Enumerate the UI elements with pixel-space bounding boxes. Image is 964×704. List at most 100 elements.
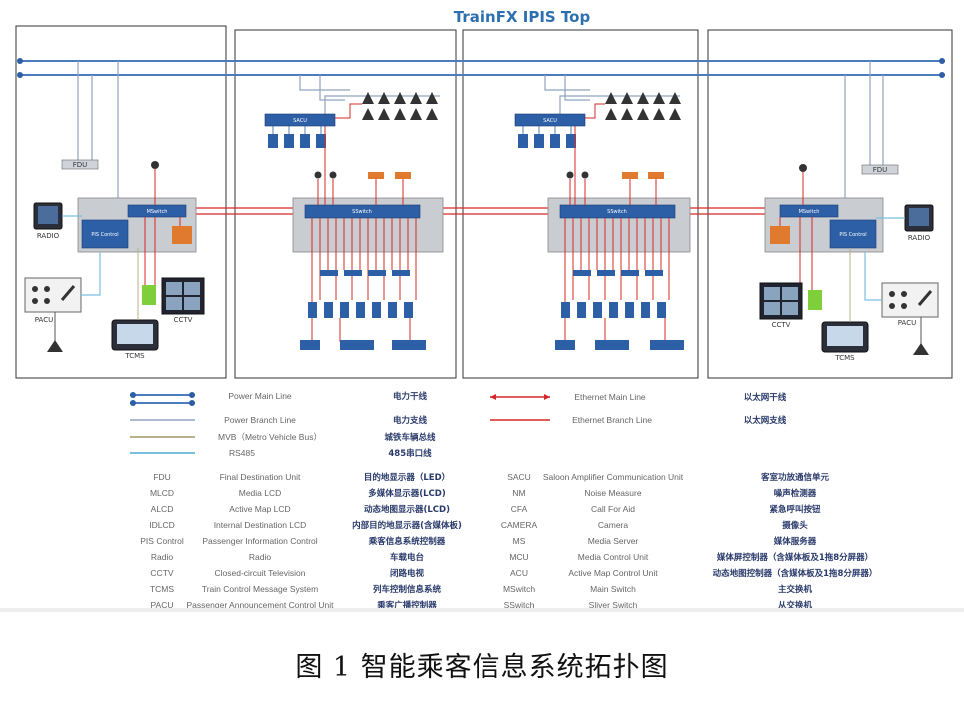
radio-label-1: RADIO <box>37 232 60 240</box>
diagram-title: TrainFX IPIS Top <box>454 8 591 26</box>
abbr-zh-2: 动态地图显示器(LCD) <box>364 504 450 515</box>
abbr-abbr-8: PACU <box>151 600 174 610</box>
legend-mvb-zh: 城铁车辆总线 <box>384 432 436 443</box>
sswitch-label-2: SSwitch <box>352 209 372 215</box>
mswitch-4 <box>779 204 839 218</box>
power-main-lines <box>17 58 945 78</box>
pis-control-1 <box>81 219 129 249</box>
abbr-en-1: Media LCD <box>239 488 282 498</box>
car-4-devices: FDU MSwitch PIS Control RADIO PACU CCTV <box>759 164 939 362</box>
abbr-abbr-4: PIS Control <box>140 536 184 546</box>
ethernet-main-lines <box>185 207 780 215</box>
abbr-en-17: Sliver Switch <box>589 600 638 610</box>
abbr-zh-10: 噪声检测器 <box>774 488 817 499</box>
abbr-en-15: Active Map Control Unit <box>568 568 658 578</box>
pacu-device-4 <box>881 282 939 318</box>
abbr-zh-3: 内部目的地显示器(含媒体板) <box>352 520 462 531</box>
server-unit-1 <box>172 226 192 244</box>
mswitch-label-4: MSwitch <box>799 209 820 215</box>
abbr-en-16: Main Switch <box>590 584 636 594</box>
cctv-label-1: CCTV <box>174 316 193 324</box>
abbr-abbr-2: ALCD <box>151 504 174 514</box>
cctv-label-4: CCTV <box>772 321 791 329</box>
legend-rs485-en: RS485 <box>229 448 255 458</box>
sswitch-label-3: SSwitch <box>607 209 627 215</box>
abbr-en-8: Passenger Announcement Control Unit <box>187 600 335 610</box>
green-unit-1 <box>142 285 156 305</box>
abbr-abbr-0: FDU <box>153 472 170 482</box>
tcms-label-1: TCMS <box>124 352 145 360</box>
abbr-abbr-5: Radio <box>151 552 173 562</box>
legend-eth-main-en: Ethernet Main Line <box>574 392 646 402</box>
speaker-row-2 <box>362 92 438 120</box>
abbr-abbr-16: MSwitch <box>503 584 535 594</box>
figure-bottom-band <box>0 608 964 612</box>
abbr-zh-14: 媒体屏控制器（含媒体板及1拖8分屏器） <box>716 552 873 563</box>
abbr-zh-17: 从交换机 <box>778 600 813 611</box>
abbr-abbr-11: CFA <box>511 504 528 514</box>
abbr-en-2: Active Map LCD <box>229 504 290 514</box>
speaker-row-3 <box>605 92 681 120</box>
legend-eth-branch-en: Ethernet Branch Line <box>572 415 652 425</box>
abbr-zh-13: 媒体服务器 <box>773 536 817 547</box>
mswitch-label-1: MSwitch <box>147 209 168 215</box>
abbr-abbr-14: MCU <box>509 552 528 562</box>
abbr-zh-12: 摄像头 <box>782 520 808 531</box>
abbr-zh-0: 目的地显示器（LED） <box>364 472 450 483</box>
abbr-abbr-7: TCMS <box>150 584 174 594</box>
fdu-device-4 <box>861 164 899 175</box>
green-unit-4 <box>808 290 822 310</box>
pis-control-label-1: PIS Control <box>91 232 118 238</box>
lcd-row-3 <box>555 270 684 350</box>
car-frame-4 <box>707 29 953 379</box>
legend-power-branch-zh: 电力支线 <box>393 415 428 426</box>
abbr-en-0: Final Destination Unit <box>220 472 301 482</box>
pacu-device-1 <box>24 277 82 313</box>
abbr-en-6: Closed-circuit Television <box>214 568 305 578</box>
abbr-en-7: Train Control Message System <box>202 584 318 594</box>
abbr-abbr-3: IDLCD <box>149 520 175 530</box>
legend-power-branch-en: Power Branch Line <box>224 415 296 425</box>
abbr-en-4: Passenger Information Control <box>202 536 317 546</box>
car-frame-1 <box>15 25 227 379</box>
abbr-zh-15: 动态地图控制器（含媒体板及1拖8分屏器） <box>713 568 878 579</box>
abbr-en-5: Radio <box>249 552 271 562</box>
abbr-zh-8: 乘客广播控制器 <box>376 600 437 611</box>
legend-mvb-en: MVB（Metro Vehicle Bus） <box>218 432 322 442</box>
sswitch-2 <box>304 204 421 219</box>
lcd-row-2 <box>300 270 426 350</box>
abbr-en-10: Noise Measure <box>584 488 641 498</box>
abbr-abbr-10: NM <box>512 488 525 498</box>
radio-label-4: RADIO <box>908 234 931 242</box>
abbr-en-12: Camera <box>598 520 629 530</box>
legend-eth-branch-zh: 以太网支线 <box>744 415 787 426</box>
abbr-abbr-15: ACU <box>510 568 528 578</box>
abbr-zh-5: 车载电台 <box>390 552 425 563</box>
legend-lines: Power Main Line 电力干线 Power Branch Line 电… <box>130 391 787 459</box>
mswitch-1 <box>127 204 187 218</box>
abbr-zh-11: 紧急呼叫按钮 <box>769 504 821 515</box>
car-frame-2 <box>234 29 457 379</box>
car-3-devices: SACU SSwitch <box>514 92 691 350</box>
abbr-zh-9: 客室功放通信单元 <box>760 472 830 483</box>
abbr-zh-4: 乘客信息系统控制器 <box>368 536 446 547</box>
abbr-zh-16: 主交换机 <box>778 584 813 595</box>
car-frame-3 <box>462 29 699 379</box>
figure-caption: 图 1 智能乘客信息系统拓扑图 <box>295 652 668 683</box>
sacu-label-2: SACU <box>293 118 307 124</box>
sacu-device-3 <box>514 113 586 127</box>
abbr-zh-7: 列车控制信息系统 <box>373 584 442 595</box>
pis-control-4 <box>829 219 877 249</box>
server-unit-4 <box>770 226 790 244</box>
fdu-device-1 <box>61 159 99 170</box>
tcms-label-4: TCMS <box>834 354 855 362</box>
abbr-en-9: Saloon Amplifier Communication Unit <box>543 472 684 482</box>
abbr-abbr-17: SSwitch <box>504 600 535 610</box>
legend-power-main-en: Power Main Line <box>228 391 292 401</box>
abbr-zh-6: 闭路电视 <box>390 568 425 579</box>
legend-power-main-zh: 电力干线 <box>393 391 428 402</box>
legend-rs485-zh: 485串口线 <box>388 448 432 459</box>
sswitch-3 <box>559 204 676 219</box>
abbr-abbr-13: MS <box>513 536 526 546</box>
